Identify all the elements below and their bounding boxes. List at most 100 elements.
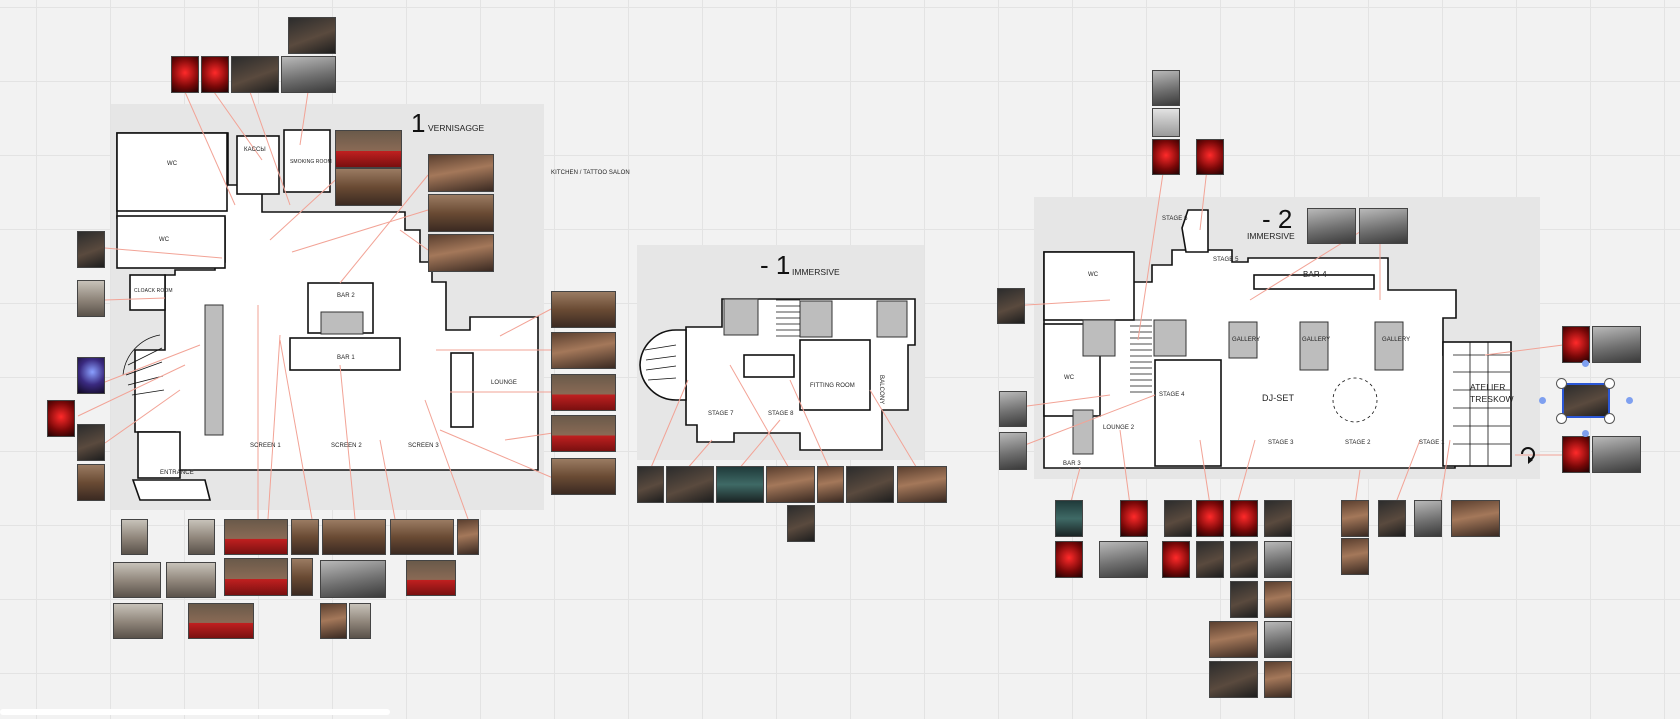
photo-thumbnail[interactable] (1264, 661, 1292, 698)
stage-2-label: STAGE 2 (1345, 440, 1371, 446)
photo-thumbnail[interactable] (188, 519, 215, 555)
photo-thumbnail[interactable] (1341, 538, 1369, 575)
photo-thumbnail[interactable] (77, 464, 105, 501)
photo-thumbnail[interactable] (1055, 541, 1083, 578)
photo-thumbnail[interactable] (997, 288, 1025, 324)
photo-thumbnail[interactable] (817, 466, 844, 503)
photo-thumbnail[interactable] (406, 560, 456, 596)
photo-thumbnail[interactable] (637, 466, 664, 503)
photo-thumbnail[interactable] (551, 291, 616, 328)
photo-thumbnail[interactable] (1592, 436, 1641, 473)
screen-3-label: SCREEN 3 (408, 443, 439, 449)
photo-thumbnail[interactable] (1152, 70, 1180, 106)
photo-thumbnail[interactable] (288, 17, 336, 54)
resize-handle[interactable] (1556, 413, 1567, 424)
photo-thumbnail[interactable] (1209, 621, 1258, 658)
photo-thumbnail[interactable] (666, 466, 714, 503)
photo-thumbnail[interactable] (551, 332, 616, 369)
photo-thumbnail[interactable] (1162, 541, 1190, 578)
photo-thumbnail[interactable] (766, 466, 815, 503)
photo-thumbnail[interactable] (1230, 541, 1258, 578)
photo-thumbnail[interactable] (1592, 326, 1641, 363)
photo-thumbnail[interactable] (1307, 208, 1356, 244)
floor-1-wc-mid-label: WC (159, 237, 170, 243)
photo-thumbnail[interactable] (224, 519, 288, 555)
gallery-2-label: GALLERY (1302, 337, 1331, 343)
photo-thumbnail[interactable] (1152, 108, 1180, 137)
photo-thumbnail[interactable] (716, 466, 764, 503)
photo-thumbnail[interactable] (224, 558, 288, 596)
photo-thumbnail[interactable] (551, 415, 616, 452)
photo-thumbnail[interactable] (1264, 581, 1292, 618)
connector-dot[interactable] (1582, 360, 1589, 367)
photo-thumbnail[interactable] (113, 603, 163, 639)
photo-thumbnail[interactable] (999, 432, 1027, 470)
photo-thumbnail[interactable] (787, 505, 815, 542)
floor-minus2-title: IMMERSIVE (1247, 231, 1295, 241)
photo-thumbnail[interactable] (335, 168, 402, 206)
photo-thumbnail[interactable] (1562, 436, 1590, 473)
photo-thumbnail[interactable] (121, 519, 148, 555)
photo-thumbnail[interactable] (1196, 541, 1224, 578)
connector-dot[interactable] (1539, 397, 1546, 404)
photo-thumbnail[interactable] (188, 603, 254, 639)
screen-1-label: SCREEN 1 (250, 443, 281, 449)
photo-thumbnail[interactable] (428, 234, 494, 272)
photo-thumbnail[interactable] (1230, 581, 1258, 618)
photo-thumbnail[interactable] (846, 466, 894, 503)
photo-thumbnail[interactable] (1196, 500, 1224, 537)
photo-thumbnail[interactable] (1264, 621, 1292, 658)
photo-thumbnail[interactable] (113, 562, 161, 598)
photo-thumbnail[interactable] (457, 519, 479, 555)
photo-thumbnail[interactable] (1451, 500, 1500, 537)
photo-thumbnail[interactable] (1120, 500, 1148, 537)
resize-handle[interactable] (1604, 413, 1615, 424)
photo-thumbnail[interactable] (1562, 326, 1590, 363)
photo-thumbnail[interactable] (1055, 500, 1083, 537)
photo-thumbnail[interactable] (349, 603, 371, 639)
connector-dot[interactable] (1582, 430, 1589, 437)
selected-photo-thumbnail[interactable] (1562, 383, 1610, 418)
photo-thumbnail[interactable] (166, 562, 216, 598)
photo-thumbnail[interactable] (322, 519, 386, 555)
photo-thumbnail[interactable] (77, 424, 105, 461)
photo-thumbnail[interactable] (428, 154, 494, 192)
photo-thumbnail[interactable] (1164, 500, 1192, 537)
photo-thumbnail[interactable] (335, 130, 402, 168)
rotate-icon[interactable] (1517, 443, 1539, 465)
photo-thumbnail[interactable] (1414, 500, 1442, 537)
connector-dot[interactable] (1626, 397, 1633, 404)
photo-thumbnail[interactable] (897, 466, 947, 503)
photo-thumbnail[interactable] (1230, 500, 1258, 537)
photo-thumbnail[interactable] (1378, 500, 1406, 537)
photo-thumbnail[interactable] (201, 56, 229, 93)
photo-thumbnail[interactable] (1152, 139, 1180, 175)
resize-handle[interactable] (1604, 378, 1615, 389)
photo-thumbnail[interactable] (999, 391, 1027, 427)
photo-thumbnail[interactable] (77, 280, 105, 317)
photo-thumbnail[interactable] (320, 603, 347, 639)
photo-thumbnail[interactable] (428, 194, 494, 232)
photo-thumbnail[interactable] (1264, 500, 1292, 537)
photo-thumbnail[interactable] (551, 374, 616, 411)
photo-thumbnail[interactable] (47, 400, 75, 437)
photo-thumbnail[interactable] (1264, 541, 1292, 578)
photo-thumbnail[interactable] (1196, 139, 1224, 175)
photo-thumbnail[interactable] (77, 231, 105, 268)
photo-thumbnail[interactable] (1359, 208, 1408, 244)
photo-thumbnail[interactable] (1209, 661, 1258, 698)
photo-thumbnail[interactable] (1341, 500, 1369, 537)
photo-thumbnail[interactable] (231, 56, 279, 93)
photo-thumbnail[interactable] (77, 357, 105, 394)
photo-thumbnail[interactable] (291, 558, 313, 596)
photo-thumbnail[interactable] (390, 519, 454, 555)
photo-thumbnail[interactable] (1099, 541, 1148, 578)
photo-thumbnail[interactable] (320, 560, 386, 598)
photo-thumbnail[interactable] (551, 458, 616, 495)
photo-thumbnail[interactable] (171, 56, 199, 93)
horizontal-scrollbar[interactable] (0, 709, 390, 715)
photo-thumbnail[interactable] (291, 519, 319, 555)
photo-thumbnail[interactable] (281, 56, 336, 93)
resize-handle[interactable] (1556, 378, 1567, 389)
